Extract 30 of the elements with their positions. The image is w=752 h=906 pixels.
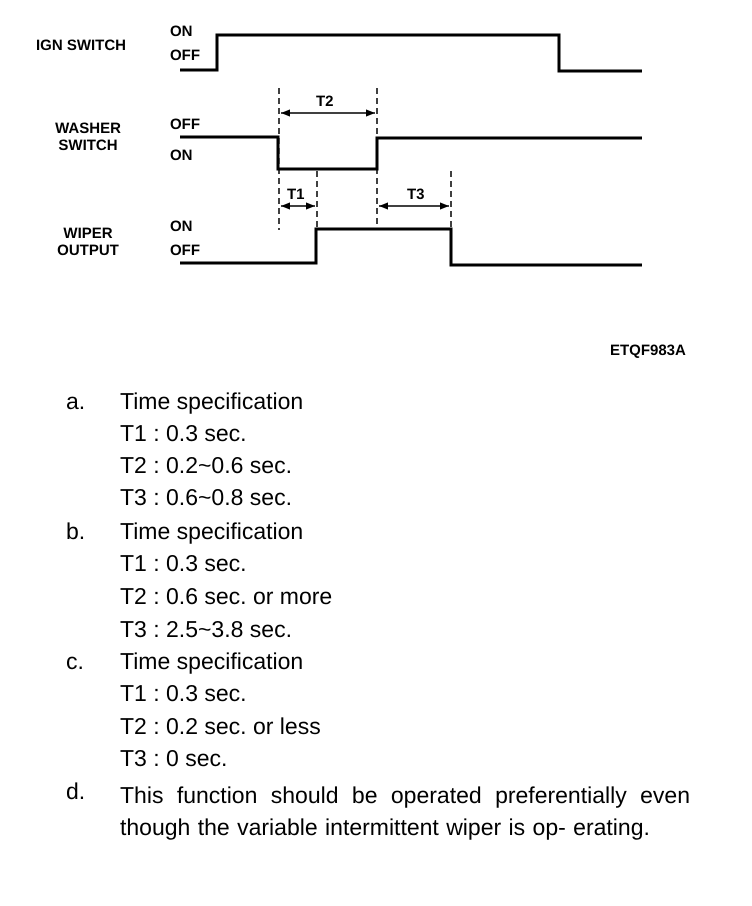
- state-label: ON: [170, 24, 192, 40]
- spec-line: T3 : 2.5~3.8 sec.: [120, 617, 292, 642]
- state-label: OFF: [170, 117, 200, 134]
- interval-label: T3: [407, 187, 425, 204]
- spec-line: T1 : 0.3 sec.: [120, 551, 247, 576]
- spec-line: T1 : 0.3 sec.: [120, 421, 247, 446]
- list-marker: d.: [66, 779, 86, 804]
- signal-name: IGN SWITCH: [36, 38, 126, 54]
- list-heading: Time specification: [120, 519, 304, 544]
- list-heading: Time specification: [120, 649, 304, 674]
- state-label: OFF: [170, 48, 200, 64]
- list-marker: c.: [66, 649, 84, 674]
- spec-line: T3 : 0 sec.: [120, 746, 228, 772]
- spec-line: T2 : 0.6 sec. or more: [120, 584, 332, 610]
- signal-name: WASHER SWITCH: [54, 121, 122, 154]
- figure-code: ETQF983A: [610, 343, 686, 360]
- spec-line: T2 : 0.2 sec. or less: [120, 714, 321, 740]
- paragraph: This function should be operated preferentially even though the variable intermittent wiper is op- erating.: [120, 781, 690, 842]
- interval-label: T1: [287, 187, 305, 204]
- spec-line: T3 : 0.6~0.8 sec.: [120, 485, 292, 510]
- list-heading: Time specification: [120, 389, 304, 414]
- spec-line: T1 : 0.3 sec.: [120, 681, 247, 706]
- state-label: ON: [170, 219, 192, 236]
- signal-name: WIPER OUTPUT: [56, 226, 120, 259]
- list-marker: b.: [66, 519, 86, 544]
- spec-line: T2 : 0.2~0.6 sec.: [120, 453, 292, 478]
- state-label: ON: [170, 148, 192, 164]
- state-label: OFF: [170, 243, 200, 260]
- list-marker: a.: [66, 389, 86, 414]
- interval-label: T2: [316, 94, 334, 110]
